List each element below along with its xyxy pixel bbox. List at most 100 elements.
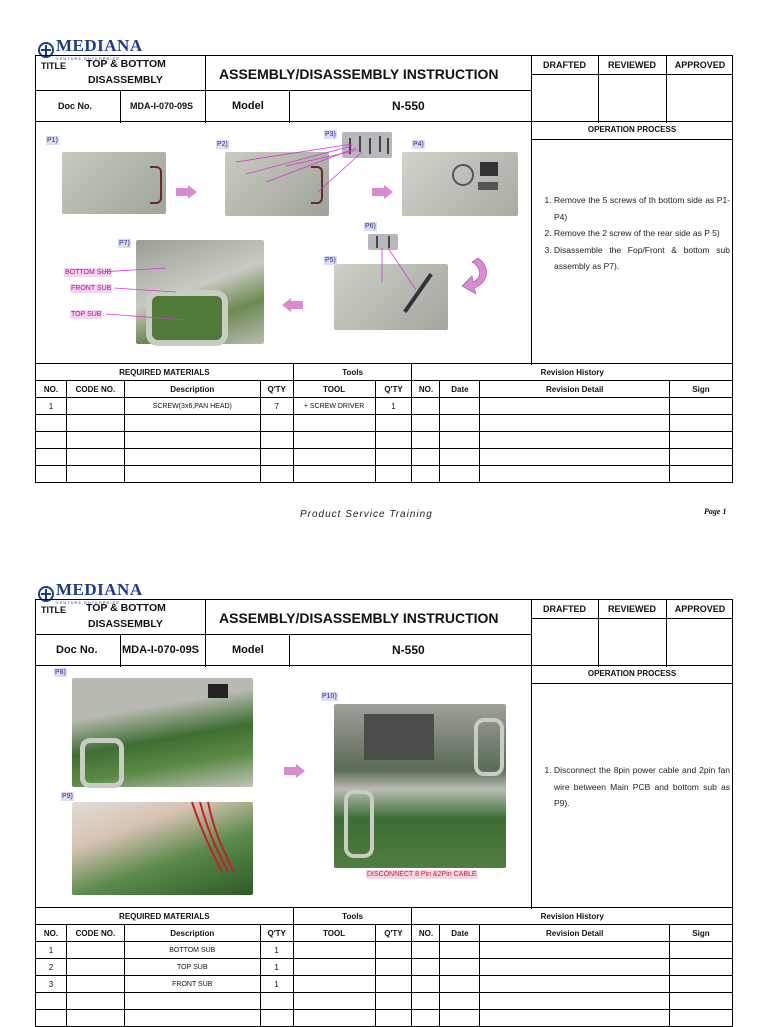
revision-history-header: Revision History (411, 363, 733, 381)
table-row (35, 1009, 733, 1027)
pointer-lines (99, 143, 417, 321)
col-code: CODE NO. (65, 380, 125, 398)
table-cell (411, 465, 441, 483)
table-cell: + SCREW DRIVER (292, 397, 376, 415)
photo-label-p3: P3) (324, 130, 337, 139)
table-cell (35, 431, 67, 449)
photo-label-p2: P2) (216, 140, 229, 149)
operation-process-title-2: OPERATION PROCESS (587, 669, 677, 678)
table-cell (411, 431, 441, 449)
col-sign: Sign (669, 380, 733, 398)
table-cell (35, 448, 67, 466)
logo-name: MEDIANA (56, 36, 143, 55)
table-cell (65, 448, 125, 466)
model-value-2: N-550 (392, 643, 425, 657)
table-cell (439, 941, 481, 959)
table-cell (374, 941, 413, 959)
table-cell (259, 465, 294, 483)
table-cell (259, 414, 294, 432)
table-cell: BOTTOM SUB (123, 941, 261, 959)
col-revision-detail: Revision Detail (479, 380, 671, 398)
step-1-page2: Disconnect the 8pin power cable and 2pin… (554, 762, 730, 812)
table-cell (439, 397, 481, 415)
callout-disconnect: DISCONNECT 8 Pin &2Pin CABLE (366, 870, 478, 879)
photo-p4 (402, 152, 518, 216)
col-tool-qty-2: Q'TY (374, 924, 413, 942)
table-cell (374, 465, 413, 483)
table-cell (669, 465, 733, 483)
table-cell (411, 941, 441, 959)
required-materials-header-2: REQUIRED MATERIALS (35, 907, 294, 925)
document-page-1: MEDIANA VENTURE ENTERPRISE TITLE TOP & B… (0, 0, 768, 544)
table-row (35, 414, 733, 432)
table-cell (292, 992, 376, 1010)
table-cell (123, 448, 261, 466)
table-cell: 1 (35, 941, 67, 959)
materials-table-2: REQUIRED MATERIALS Tools Revision Histor… (35, 907, 733, 1027)
photo-label-p5: P5) (324, 256, 337, 265)
title-line2-2: DISASSEMBLY (88, 618, 163, 630)
table-cell: 7 (259, 397, 294, 415)
table-row (35, 465, 733, 483)
photo-p3-screws (342, 132, 392, 158)
column-header-row: NO. CODE NO. Description Q'TY TOOL Q'TY … (35, 380, 733, 398)
col-no-2: NO. (35, 924, 67, 942)
table-cell: SCREW(3x6,PAN HEAD) (123, 397, 261, 415)
table-cell (65, 975, 125, 993)
col-description: Description (123, 380, 261, 398)
mediana-logo-icon (38, 41, 54, 58)
drafted-label: DRAFTED (543, 60, 586, 70)
footer-text: Product Service Training (300, 509, 433, 520)
table-cell (669, 414, 733, 432)
table-cell (411, 448, 441, 466)
table-cell (411, 958, 441, 976)
photo-label-p7: P7) (118, 239, 131, 248)
table-cell (374, 958, 413, 976)
table-cell (479, 992, 671, 1010)
table-cell (439, 414, 481, 432)
table-cell: FRONT SUB (123, 975, 261, 993)
table-cell (292, 941, 376, 959)
table-cell (669, 958, 733, 976)
callout-front-sub: FRONT SUB (70, 284, 113, 293)
table-cell (479, 465, 671, 483)
table-cell: 3 (35, 975, 67, 993)
title-line2: DISASSEMBLY (88, 74, 163, 86)
title-label-2: TITLE (41, 605, 66, 615)
col-qty: Q'TY (259, 380, 294, 398)
page-number: Page 1 (704, 507, 727, 516)
table-cell (65, 941, 125, 959)
table-cell (374, 975, 413, 993)
table-cell (35, 414, 67, 432)
content-block: OPERATION PROCESS P1) P2) P3) P4) P6) (35, 121, 733, 365)
table-row (35, 431, 733, 449)
col-description-2: Description (123, 924, 261, 942)
table-row (35, 448, 733, 466)
photo-p9 (72, 802, 253, 895)
col-code-2: CODE NO. (65, 924, 125, 942)
drafted-label-2: DRAFTED (543, 604, 586, 614)
photo-label-p6: P6) (364, 222, 377, 231)
title-label: TITLE (41, 61, 66, 71)
table-cell (479, 448, 671, 466)
photo-label-p8: P8) (54, 668, 67, 677)
table-cell (669, 941, 733, 959)
table-cell (479, 431, 671, 449)
photo-p10 (334, 704, 506, 868)
col-rev-no-2: NO. (411, 924, 441, 942)
col-tool-2: TOOL (292, 924, 376, 942)
table-row (35, 992, 733, 1010)
col-revision-detail-2: Revision Detail (479, 924, 671, 942)
table-cell (65, 431, 125, 449)
table-cell (374, 992, 413, 1010)
table-cell (65, 465, 125, 483)
approved-label: APPROVED (674, 60, 726, 70)
operation-steps-2: Disconnect the 8pin power cable and 2pin… (534, 762, 730, 812)
table-cell (259, 448, 294, 466)
operation-process-title: OPERATION PROCESS (587, 125, 677, 134)
table-cell (292, 958, 376, 976)
title-line1-2: TOP & BOTTOM (86, 602, 166, 614)
table-cell (669, 992, 733, 1010)
